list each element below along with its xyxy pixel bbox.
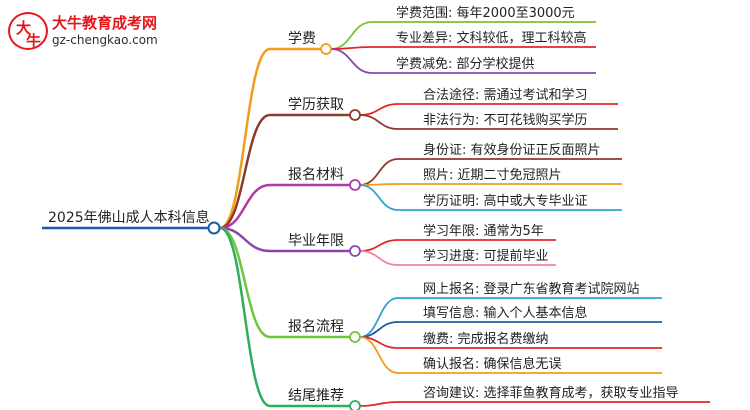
leaf-connector — [359, 184, 399, 211]
logo-url: gz-chengkao.com — [52, 33, 158, 47]
root-label: 2025年佛山成人本科信息 — [48, 209, 210, 226]
leaf-connector — [359, 103, 399, 116]
logo-mark-char-2: 牛 — [26, 32, 42, 50]
leaf-label[interactable]: 合法途径: 需通过考试和学习 — [423, 87, 588, 103]
branch-label-fee[interactable]: 学费 — [288, 31, 316, 47]
leaf-label[interactable]: 学费范围: 每年2000至3000元 — [396, 5, 575, 21]
collapse-node-recommend[interactable] — [349, 400, 361, 410]
logo-mark-char-1: 大 — [16, 19, 32, 37]
leaf-label[interactable]: 学习进度: 可提前毕业 — [423, 248, 549, 264]
collapse-node-process[interactable] — [349, 331, 361, 343]
leaf-label[interactable]: 咨询建议: 选择菲鱼教育成考，获取专业指导 — [423, 385, 679, 401]
leaf-label[interactable]: 学费减免: 部分学校提供 — [396, 56, 535, 72]
leaf-connector — [359, 297, 399, 338]
leaf-connector — [359, 183, 399, 186]
branch-connector-recommend — [219, 226, 271, 408]
leaf-label[interactable]: 非法行为: 不可花钱购买学历 — [423, 112, 588, 128]
collapse-node-materials[interactable] — [349, 179, 361, 191]
leaf-label[interactable]: 确认报名: 确保信息无误 — [423, 356, 562, 372]
branch-label-degree[interactable]: 学历获取 — [288, 97, 344, 113]
leaf-label[interactable]: 网上报名: 登录广东省教育考试院网站 — [423, 281, 640, 297]
branch-connector-materials — [219, 183, 271, 230]
leaf-label[interactable]: 缴费: 完成报名费缴纳 — [423, 331, 549, 347]
leaf-connector — [359, 158, 399, 186]
leaf-connector — [330, 21, 373, 50]
leaf-label[interactable]: 学历证明: 高中或大专毕业证 — [423, 193, 588, 209]
branch-label-materials[interactable]: 报名材料 — [288, 167, 344, 183]
leaf-connector — [359, 114, 399, 130]
leaf-connector — [359, 250, 399, 266]
leaf-label[interactable]: 填写信息: 输入个人基本信息 — [423, 305, 588, 321]
leaf-connector — [359, 401, 399, 407]
leaf-connector — [359, 239, 399, 252]
logo-title: 大牛教育成考网 — [52, 14, 158, 32]
branch-connector-degree — [219, 113, 271, 230]
branch-label-recommend[interactable]: 结尾推荐 — [288, 388, 344, 404]
site-logo[interactable]: 大 牛 大牛教育成考网 gz-chengkao.com — [8, 10, 158, 52]
leaf-connector — [359, 336, 399, 374]
branch-label-years[interactable]: 毕业年限 — [288, 233, 344, 249]
collapse-node-years[interactable] — [349, 245, 361, 257]
leaf-label[interactable]: 专业差异: 文科较低，理工科较高 — [396, 30, 587, 46]
branch-label-process[interactable]: 报名流程 — [288, 319, 344, 335]
leaf-connector — [330, 48, 373, 74]
collapse-node-degree[interactable] — [349, 109, 361, 121]
leaf-label[interactable]: 照片: 近期二寸免冠照片 — [423, 168, 562, 183]
logo-emblem: 大 牛 — [8, 12, 48, 50]
leaf-label[interactable]: 学习年限: 通常为5年 — [423, 223, 544, 239]
leaf-label[interactable]: 身份证: 有效身份证正反面照片 — [423, 142, 601, 158]
branch-connector-fee — [219, 47, 271, 230]
branch-connector-years — [219, 226, 271, 253]
collapse-node-fee[interactable] — [320, 43, 332, 55]
root-collapse-node[interactable] — [207, 221, 221, 235]
